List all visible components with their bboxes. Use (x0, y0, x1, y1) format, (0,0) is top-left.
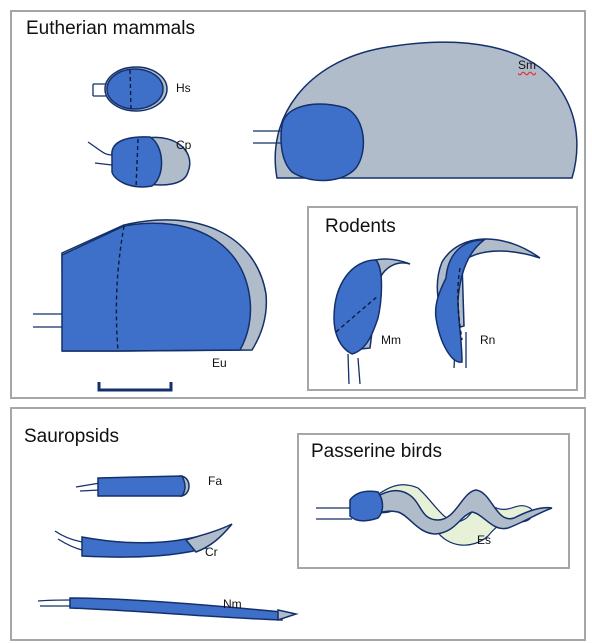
label-rn: Rn (480, 333, 495, 347)
label-eu: Eu (212, 356, 227, 370)
label-nm: Nm (223, 597, 242, 611)
sperm-eu (33, 220, 266, 351)
scale-bar (99, 382, 171, 390)
sperm-es (316, 485, 552, 545)
label-mm: Mm (381, 333, 401, 347)
label-hs: Hs (176, 81, 191, 95)
sperm-hs (93, 67, 167, 111)
sperm-cp (88, 137, 190, 188)
label-sm: Sm (518, 58, 536, 72)
sperm-rn (436, 239, 540, 368)
label-fa: Fa (208, 474, 222, 488)
sperm-mm (334, 259, 410, 384)
label-cp: Cp (176, 138, 191, 152)
label-es: Es (477, 533, 491, 547)
sperm-nm (38, 598, 296, 620)
label-cr: Cr (205, 545, 218, 559)
sperm-fa (76, 476, 189, 496)
